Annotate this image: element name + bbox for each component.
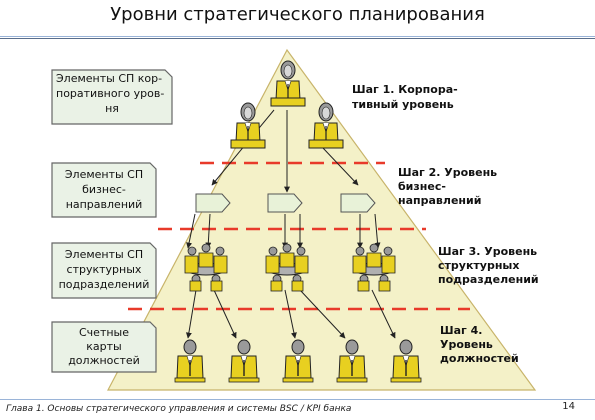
note-business: Элементы СП бизнес- направлений [51,162,157,218]
step-1-line-2: тивный уровень [352,98,454,111]
note-corporate-line-2: поративного уров- [56,87,164,100]
note-structural-line-2: структурных [67,263,142,276]
step-4-line-2: Уровень [440,338,493,351]
note-scorecards: Счетные карты должностей [51,321,157,373]
step-1-label: Шаг 1. Корпора- тивный уровень [352,83,458,111]
title-rule [0,36,595,37]
connector-arrows [185,109,396,339]
step-1-line-1: Шаг 1. Корпора- [352,83,458,96]
step-2-line-2: бизнес- [398,180,446,193]
step-3-line-2: структурных [438,259,519,272]
step-4-label: Шаг 4. Уровень должностей [440,324,519,365]
step-2-label: Шаг 2. Уровень бизнес- направлений [398,166,497,207]
note-scorecards-line-2: карты [86,340,121,353]
note-business-line-3: направлений [66,198,143,211]
note-business-line-1: Элементы СП [65,168,143,181]
step-2-line-3: направлений [398,194,481,207]
page-number: 14 [562,401,575,412]
note-structural-line-3: подразделений [59,278,150,291]
note-business-line-2: бизнес- [82,183,126,196]
step-2-line-1: Шаг 2. Уровень [398,166,497,179]
business-unit-box-1 [195,193,231,213]
step-3-line-1: Шаг 3. Уровень [438,245,537,258]
note-scorecards-line-1: Счетные [79,326,129,339]
step-3-line-3: подразделений [438,273,539,286]
note-corporate-line-1: Элементы СП кор- [56,72,162,85]
business-unit-box-2 [267,193,303,213]
slide-footer: Глава 1. Основы стратегического управлен… [6,404,352,414]
slide-title: Уровни стратегического планирования [110,4,485,25]
note-scorecards-line-3: должностей [68,354,140,367]
note-corporate-line-3: ня [105,102,119,115]
business-unit-box-3 [340,193,376,213]
step-4-line-3: должностей [440,352,519,365]
step-4-line-1: Шаг 4. [440,324,482,337]
footer-rule [0,399,595,400]
pyramid-shape [107,48,537,391]
note-corporate: Элементы СП кор- поративного уров- ня [51,69,173,125]
note-structural-line-1: Элементы СП [65,248,143,261]
step-3-label: Шаг 3. Уровень структурных подразделений [438,245,539,286]
title-rule-dark [0,38,595,39]
note-structural: Элементы СП структурных подразделений [51,242,157,299]
